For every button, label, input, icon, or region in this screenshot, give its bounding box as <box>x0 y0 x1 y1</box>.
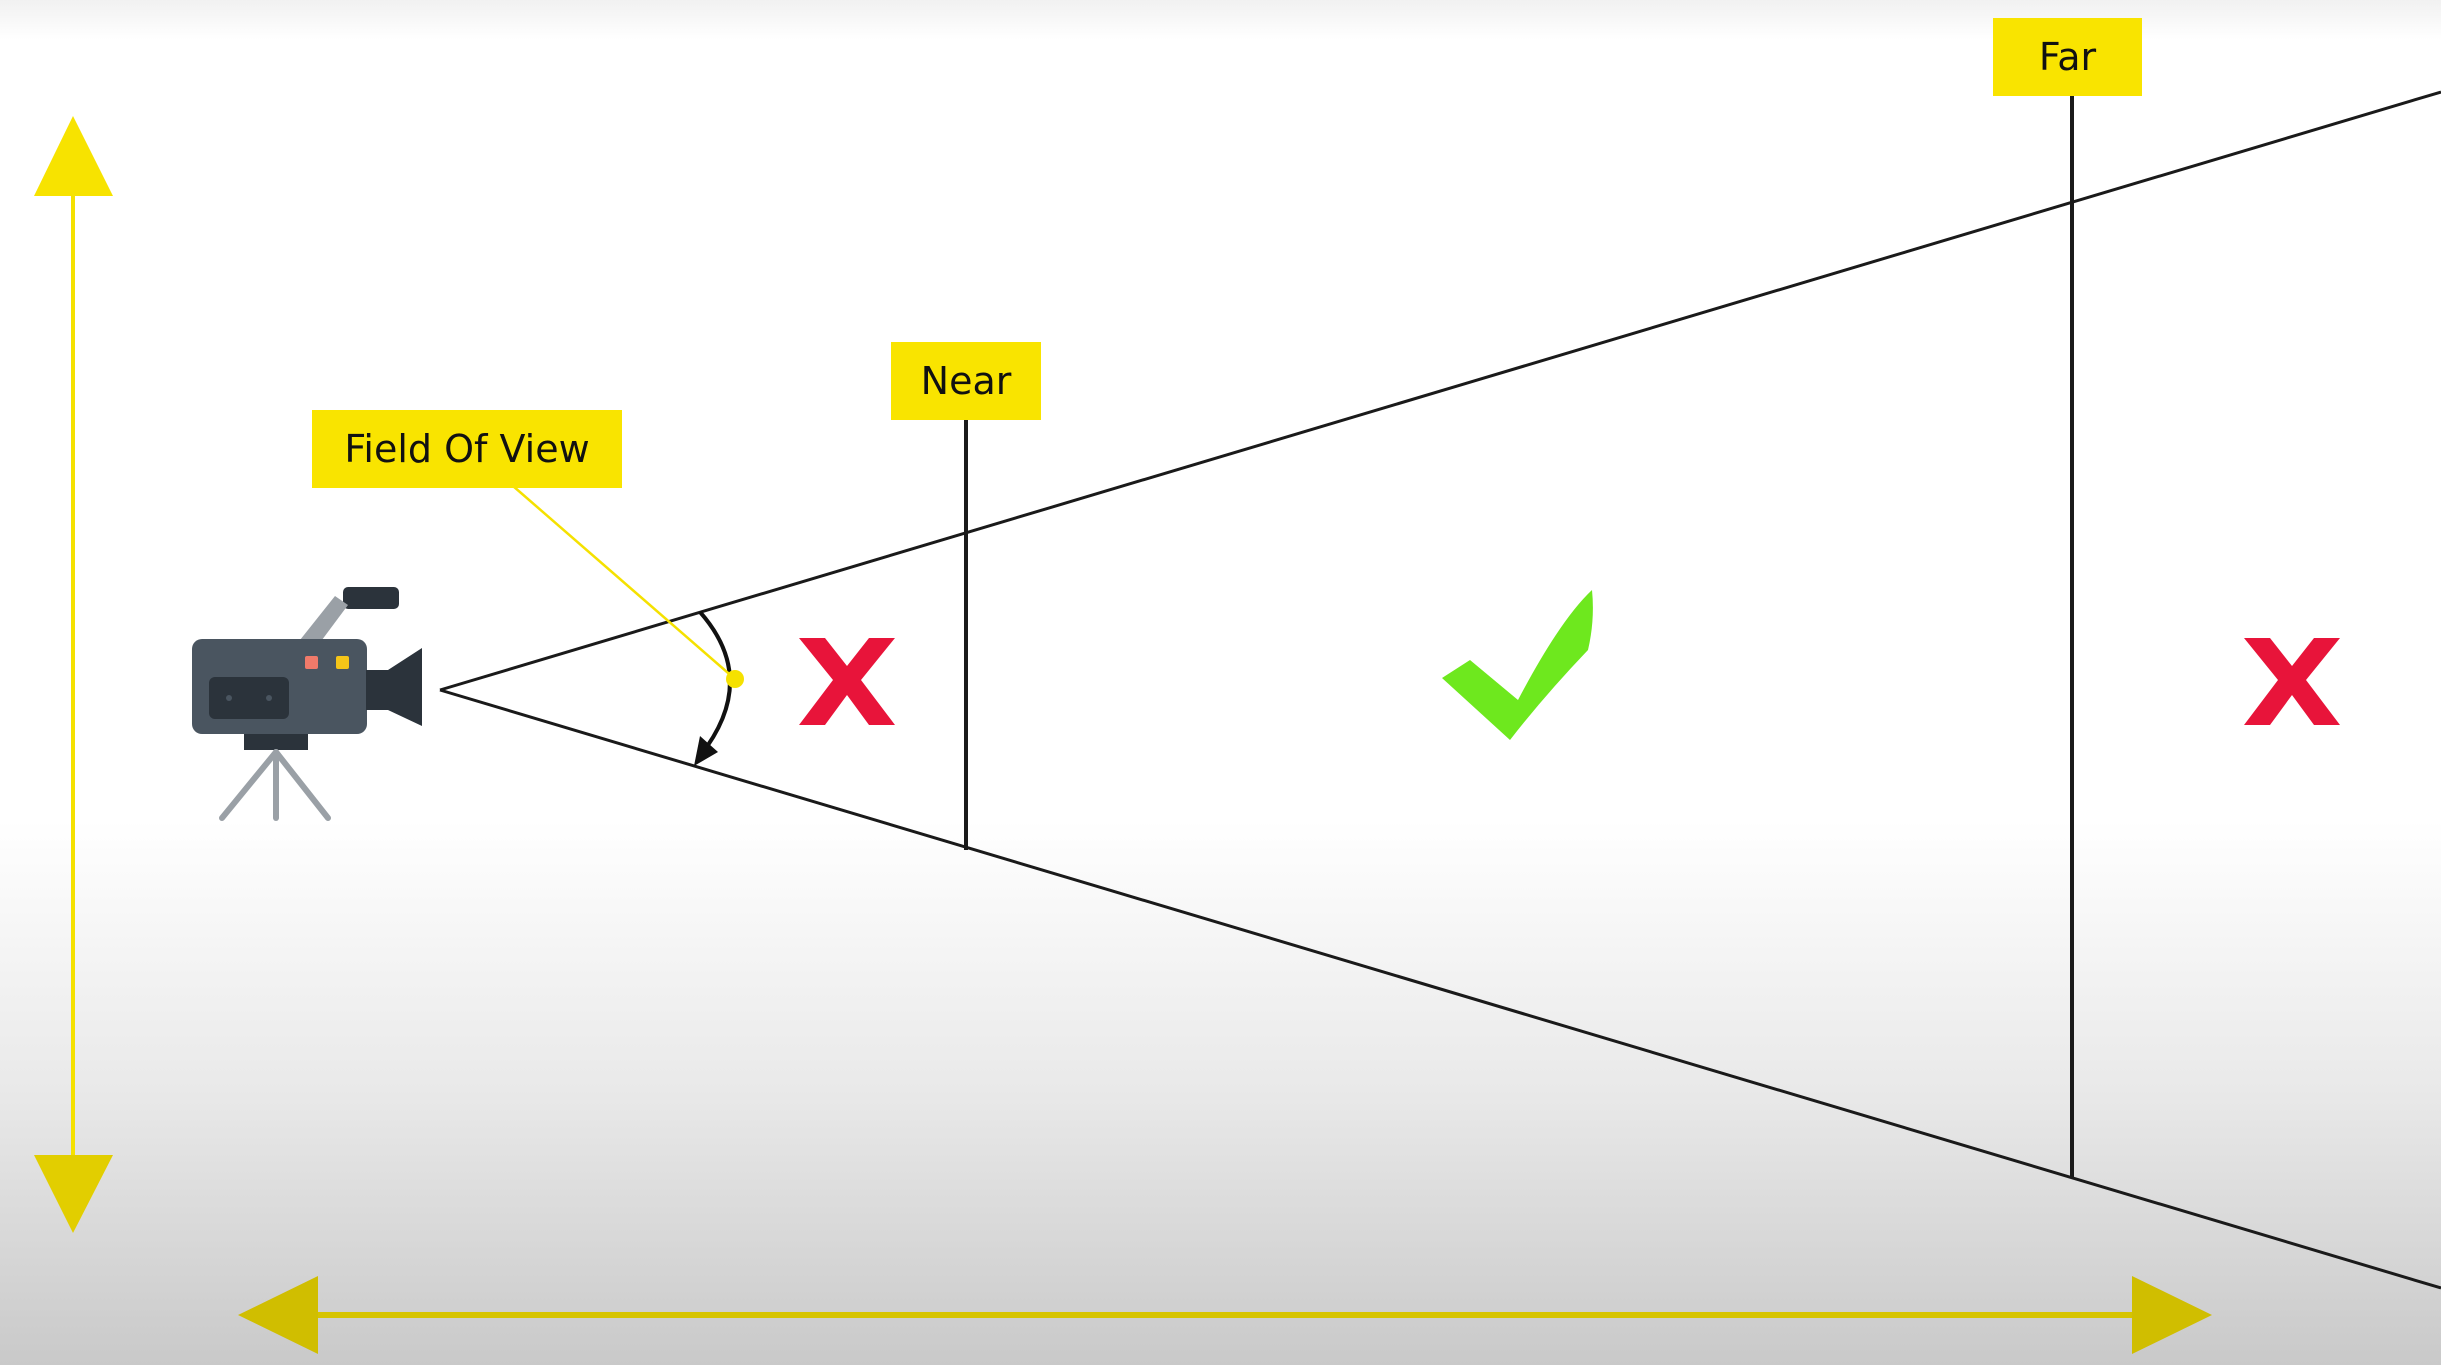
frustum-top-edge <box>439 90 2441 692</box>
fov-leader-line <box>512 485 736 680</box>
cross-icon <box>799 638 895 725</box>
horizontal-axis-arrow <box>238 1276 2212 1354</box>
field-of-view-label: Field Of View <box>312 410 622 488</box>
frustum-bottom-edge <box>439 688 2441 1290</box>
fov-angle-arc <box>512 485 744 766</box>
cross-icon <box>2244 638 2340 725</box>
frustum <box>439 90 2441 1290</box>
check-icon <box>1442 590 1593 740</box>
fov-marker-dot <box>726 670 744 688</box>
video-camera-icon <box>192 587 422 821</box>
near-plane-label: Near <box>891 342 1041 420</box>
vertical-axis-arrow <box>34 116 113 1233</box>
far-plane-label: Far <box>1993 18 2142 96</box>
